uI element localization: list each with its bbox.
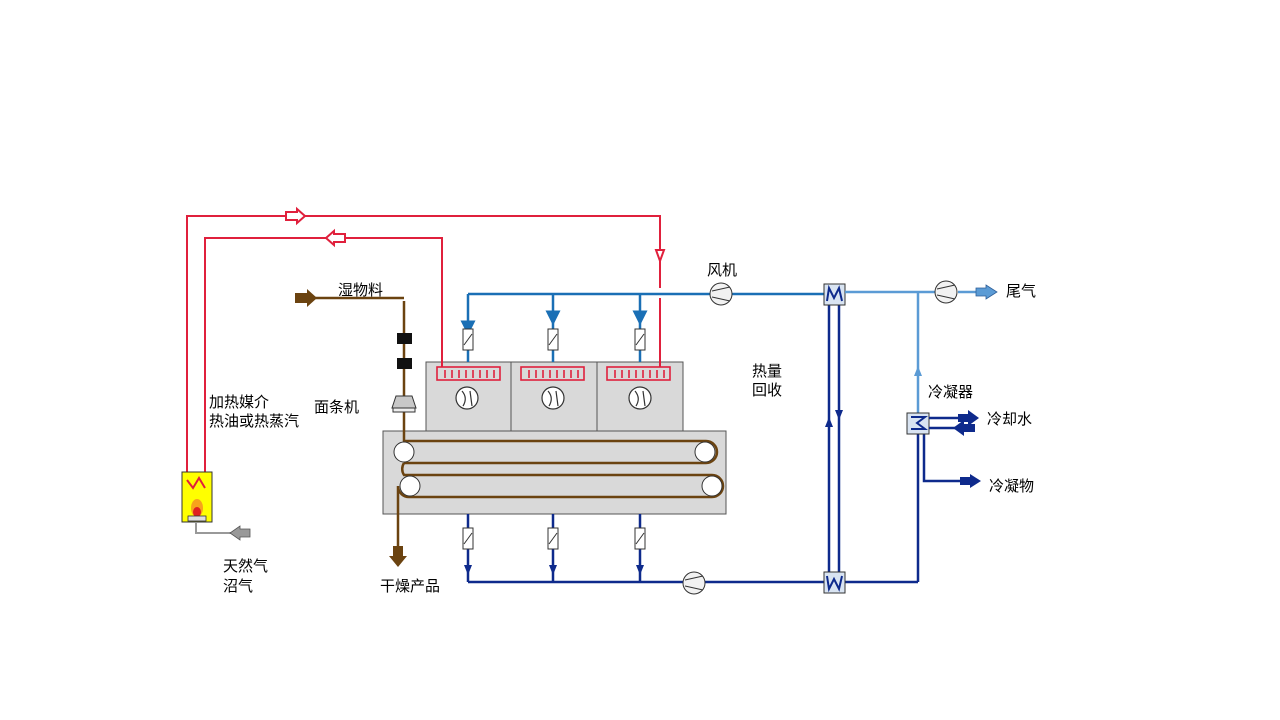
fan-icon	[709, 282, 733, 306]
heating-coil-2	[520, 366, 585, 381]
heat-recovery-label-line1: 热量	[752, 362, 783, 380]
exhaust-label: 尾气	[1006, 282, 1037, 300]
feed-valve-icon	[397, 333, 412, 344]
fuel-arrow-icon	[229, 525, 251, 541]
exhaust-fan	[934, 280, 958, 304]
heating-coil-1	[436, 366, 501, 381]
damper-icon	[634, 527, 646, 550]
fan-icon	[934, 280, 958, 304]
air-supply-line	[460, 292, 824, 362]
feed-arrow-icon	[295, 289, 317, 307]
supply-dampers	[462, 328, 646, 351]
wet-material-label: 湿物料	[338, 281, 384, 299]
dryer-lower-housing	[382, 430, 727, 515]
condensate-arrow-icon	[960, 474, 981, 488]
return-fan	[682, 571, 706, 595]
exhaust-line	[845, 290, 976, 413]
heat-recovery-exchanger-top	[823, 283, 846, 306]
fan-icon	[541, 386, 565, 410]
condenser	[906, 410, 981, 488]
exhaust-up-arrow-icon	[914, 366, 922, 376]
wet-material-feed	[295, 289, 417, 567]
dry-product-arrow-icon	[389, 546, 407, 567]
supply-fan	[709, 282, 733, 306]
heating-coil-3	[606, 366, 671, 381]
air-return-line	[466, 305, 965, 584]
heat-recovery-label-line2: 回收	[752, 381, 783, 399]
feed-valve-icon	[397, 358, 412, 369]
burner	[181, 471, 251, 541]
cooling-water-in-arrow-icon	[953, 420, 975, 436]
roller-icon	[399, 475, 421, 497]
fan-icon	[628, 386, 652, 410]
fuel-label-line2: 沼气	[223, 577, 254, 595]
heat-recovery-exchanger-bottom	[823, 571, 846, 594]
heating-medium-loop	[186, 206, 666, 472]
flow-arrow-right-icon	[285, 206, 307, 226]
damper-icon	[547, 527, 559, 550]
roller-icon	[701, 475, 723, 497]
damper-icon	[462, 328, 474, 351]
roller-icon	[393, 441, 415, 463]
conveyor-rollers	[393, 441, 723, 497]
roller-icon	[694, 441, 716, 463]
cooling-water-label: 冷却水	[987, 410, 1033, 428]
dry-product-label: 干燥产品	[380, 577, 441, 595]
heating-medium-label-line2: 热油或热蒸汽	[209, 412, 300, 430]
flow-arrow-left-icon	[324, 228, 346, 248]
fan-icon	[682, 571, 706, 595]
fuel-label-line1: 天然气	[223, 557, 269, 575]
damper-icon	[547, 328, 559, 351]
heating-coils	[436, 366, 671, 381]
fan-icon	[455, 386, 479, 410]
conveyor-belt	[396, 301, 725, 548]
heating-medium-label-line1: 加热媒介	[209, 393, 270, 411]
flow-arrow-down-icon	[654, 249, 666, 264]
condenser-label: 冷凝器	[928, 383, 974, 401]
condensate-label: 冷凝物	[989, 477, 1035, 495]
return-dampers	[462, 527, 646, 550]
return-flow-arrows	[464, 410, 843, 575]
extruder-icon	[391, 395, 417, 413]
dryer-unit	[382, 361, 727, 515]
damper-icon	[634, 328, 646, 351]
fan-label: 风机	[707, 261, 738, 279]
noodle-extruder-label: 面条机	[314, 398, 360, 416]
damper-icon	[462, 527, 474, 550]
circulation-fans	[455, 386, 652, 410]
exhaust-arrow-icon	[975, 284, 998, 300]
